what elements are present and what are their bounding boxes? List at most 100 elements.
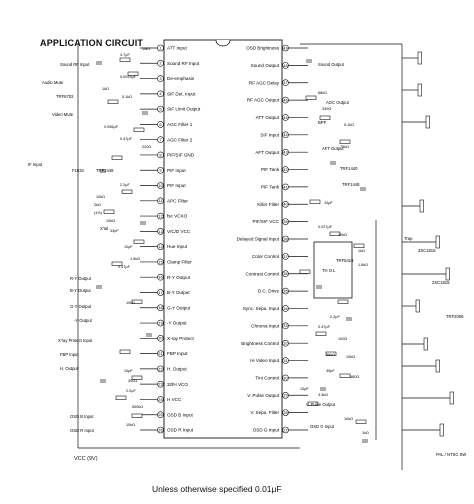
pin-marker xyxy=(282,253,289,260)
external-label: TRF1448 xyxy=(96,168,114,173)
component-value: (1%) xyxy=(94,211,103,215)
pin-number: 12 xyxy=(158,213,163,218)
pin-marker xyxy=(157,44,164,52)
resistor-symbol xyxy=(445,267,450,281)
pin-label: B-Y Output xyxy=(167,290,190,295)
resistor-symbol xyxy=(355,419,367,424)
external-label: Audio Mute xyxy=(42,80,64,85)
resistor-symbol xyxy=(107,99,119,104)
external-label: AFT Output xyxy=(322,146,344,151)
pin-number: 17 xyxy=(158,290,163,295)
resistor-symbol xyxy=(439,423,444,437)
pin-marker xyxy=(157,350,164,357)
pin-label: Delayed Signal Input xyxy=(237,237,280,242)
pin-label: -Y Output xyxy=(167,321,187,326)
pin-label: PIF Tank xyxy=(261,167,280,172)
component-value: 2.2μF xyxy=(126,389,136,393)
component-value: 10μF xyxy=(300,387,309,391)
pin-number: 10 xyxy=(158,183,163,188)
external-label: AGC Output xyxy=(326,100,350,105)
external-label: G-Y Output xyxy=(70,304,92,309)
pin-number: 37 xyxy=(283,254,288,259)
resistor-symbol xyxy=(435,235,440,249)
component-value: 0.47μF xyxy=(120,137,133,141)
pin-marker xyxy=(157,289,164,296)
pin-number: 29 xyxy=(283,393,288,398)
pin-label: Clamp Filter xyxy=(167,260,192,265)
resistor-symbol xyxy=(425,115,430,129)
pin-label: Sound Output xyxy=(251,63,280,68)
page-title: APPLICATION CIRCUIT xyxy=(40,38,144,48)
pin-marker xyxy=(157,197,164,205)
resistor-symbol xyxy=(417,83,422,97)
resistor-symbol xyxy=(111,261,123,266)
pin-number: 9 xyxy=(159,168,162,173)
component-value: 0.056μF xyxy=(104,125,119,129)
pin-number: 8 xyxy=(159,152,162,157)
external-label: OSD B Input xyxy=(70,414,94,419)
component-value: 330Ω xyxy=(322,107,331,111)
external-label: Video Mute xyxy=(52,112,74,117)
resistor-symbol xyxy=(119,349,131,354)
pin-marker xyxy=(157,396,164,403)
pin-number: 45 xyxy=(283,115,288,120)
pin-marker xyxy=(157,228,164,235)
pin-number: 42 xyxy=(283,167,288,172)
pin-marker xyxy=(157,75,164,82)
pin-label: 32fH VCO xyxy=(167,382,188,387)
pin-number: 28 xyxy=(283,410,288,415)
pin-number: 48 xyxy=(283,63,288,68)
component-value: 1kΩ xyxy=(362,431,369,435)
external-label: OSD R Input xyxy=(70,428,95,433)
ic-body xyxy=(163,39,283,439)
resistor-symbol xyxy=(415,299,420,313)
pin-number: 16 xyxy=(158,275,163,280)
pin-label: OSD Brightness xyxy=(246,46,280,51)
pin-label: PIF/SIF VCC xyxy=(252,219,279,224)
pin-number: 19 xyxy=(158,320,163,325)
pin-label: Killer Filter xyxy=(257,202,279,207)
wires xyxy=(77,43,454,470)
component-value: 10kΩ xyxy=(96,195,105,199)
component-value: 10μF xyxy=(124,369,133,373)
pin-number: 21 xyxy=(158,351,163,356)
resistor-symbol xyxy=(103,209,115,214)
pin-marker xyxy=(282,374,289,382)
pin-label: Hue Input xyxy=(167,244,188,249)
pin-marker xyxy=(157,121,164,128)
pin-number: 33 xyxy=(283,323,288,328)
pin-number: 43 xyxy=(283,150,288,155)
resistor-symbol xyxy=(417,51,422,65)
pin-label: OSD R Input xyxy=(167,428,194,433)
resistor-symbol xyxy=(299,269,311,274)
resistor-symbol xyxy=(329,231,341,236)
pin-marker xyxy=(157,243,164,250)
component-value: 1.5kΩ xyxy=(130,257,140,261)
pin-marker xyxy=(157,258,164,266)
pin-label: Sync. Sepa. Input xyxy=(243,306,280,311)
component-value: 500kΩ xyxy=(132,405,143,409)
pin-label: H VCC xyxy=(167,397,182,402)
pin-marker xyxy=(282,357,289,364)
pin-number: 15 xyxy=(158,259,163,264)
pin-number: 18 xyxy=(158,305,163,310)
component-value: 10kΩ xyxy=(126,423,135,427)
pin-marker xyxy=(157,304,164,312)
pin-number: 13 xyxy=(158,229,163,234)
pin-marker xyxy=(157,319,164,327)
pin-marker xyxy=(282,409,289,416)
ic-notch xyxy=(215,39,231,47)
pin-marker xyxy=(282,148,289,156)
pin-number: 6 xyxy=(159,122,162,127)
external-label: TRF6702 xyxy=(56,94,74,99)
ic-outline xyxy=(163,39,283,439)
resistor-symbol xyxy=(305,95,317,100)
component-value: 3.3kΩ xyxy=(318,393,328,397)
pin-marker xyxy=(282,96,289,104)
external-label: Sound RF Input xyxy=(60,62,90,67)
pin-label: RF AGC Delay xyxy=(249,80,280,85)
pin-label: AFT Output xyxy=(255,150,279,155)
component-value: 0.027μF xyxy=(318,225,333,229)
pin-label: RF AGC Output xyxy=(247,98,280,103)
